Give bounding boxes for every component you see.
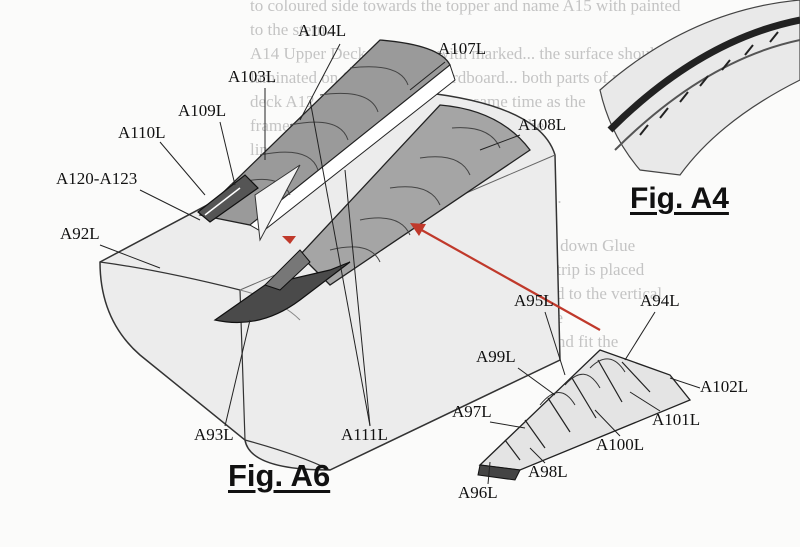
leader-line-a120-a123 [139,189,201,221]
part-label-a102l: A102L [700,377,749,396]
lower-deck-drawing [299,104,531,286]
part-label-a107l: A107L [438,39,487,58]
part-label-a109l: A109L [178,101,227,120]
leader-line-a98l [529,447,546,464]
leader-lines [99,43,701,485]
frame-assembly-drawing [477,349,692,481]
background-text-line: to coloured side towards the topper and … [250,0,681,15]
leader-line-a100l [594,409,621,437]
leader-line-a102l [669,377,701,389]
part-label-a108l: A108L [518,115,567,134]
part-label-a100l: A100L [596,435,645,454]
figure-caption-a6: Fig. A6 [228,458,331,493]
hull-detail-drawing [599,0,800,176]
leader-line-a93l [224,319,251,427]
leader-line-a96l [487,461,491,485]
figure-caption-a4: Fig. A4 [630,182,729,215]
part-label-a104l: A104L [298,21,347,40]
leader-line-a108l [479,134,521,151]
leader-line-a107l [409,61,446,91]
leader-line-a109l [219,121,236,186]
small-parts-drawing [197,164,301,242]
leader-line-a99l [517,367,556,396]
leader-line-a111l [309,99,371,427]
leader-line-a92l [99,244,161,269]
part-label-a97l: A97L [452,402,492,421]
part-label-a96l: A96L [458,483,498,502]
part-label-a93l: A93L [194,425,234,444]
part-label-a92l: A92L [60,224,100,243]
part-label-a110l: A110L [118,123,166,142]
leader-line-a94l [624,311,656,361]
leader-line-a95l [544,311,566,376]
part-label-a95l: A95L [514,291,554,310]
leader-line-a104l [299,43,341,121]
part-label-a101l: A101L [652,410,701,429]
part-label-a98l: A98L [528,462,568,481]
leader-line-a101l [629,391,661,412]
part-label-a111l: A111L [341,425,388,444]
background-text-line: to the stern. [250,20,330,39]
bracket-drawing [213,249,351,324]
part-label-a94l: A94L [640,291,680,310]
red-arrows [282,223,601,331]
part-label-a103l: A103L [228,67,277,86]
part-label-a120-a123: A120-A123 [56,169,138,188]
leader-line-a111l [344,169,371,427]
leader-line-a97l [489,421,526,429]
upper-deck-drawing [198,39,456,233]
leader-line-a110l [159,141,206,196]
part-label-a99l: A99L [476,347,516,366]
